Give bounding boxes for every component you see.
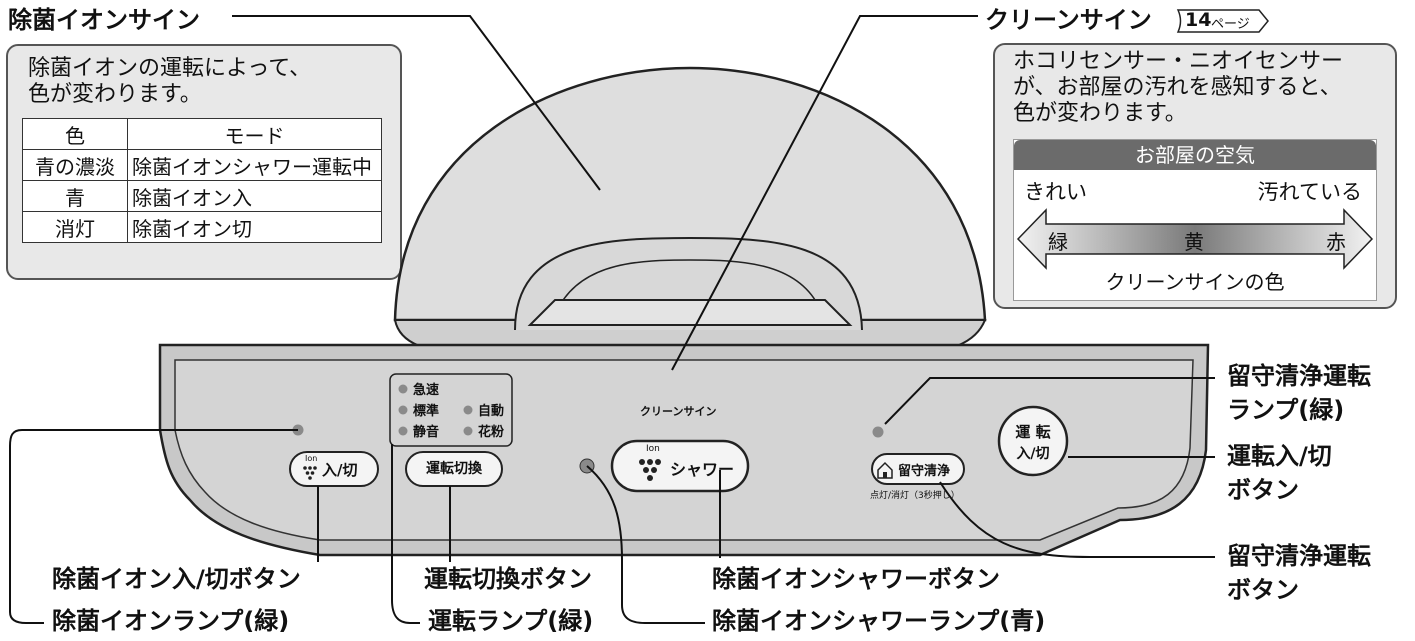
mode-lamp-callout: 運転ランプ(緑) [428,607,594,635]
lamp-fast-label: 急速 [413,383,440,398]
power-button-line2: 入/切 [1016,446,1050,462]
scale-yellow-label: 黄 [1184,230,1204,254]
away-lamp-callout-1: 留守清浄運転 [1227,362,1371,390]
away-button-subtext: 点灯/消灯（3秒押し） [870,491,960,501]
clean-sign-panel-label: クリーンサイン [640,405,717,418]
table-cell-color: 消灯 [22,211,128,243]
shower-mark-label: Ion [646,444,660,454]
leader-ion-sign [232,15,601,191]
house-icon [877,461,893,479]
power-button-callout-1: 運転入/切 [1227,442,1332,470]
clean-sign-callout: クリーンサイン [985,6,1152,34]
ion-button-shape [289,451,379,487]
mode-switch-button[interactable]: 運転切換 [426,461,482,477]
clean-box-text-3: 色が変わります。 [1013,101,1187,126]
color-scale-arrow-icon [1016,208,1374,270]
ion-button-label: 入/切 [322,461,358,479]
leader-mode-lamp [391,444,420,624]
table-header-color: 色 [22,118,128,150]
table-cell-mode: 除菌イオン入 [127,180,382,212]
table-row: 消灯 除菌イオン切 [22,211,382,243]
mode-button-callout: 運転切換ボタン [424,565,592,593]
air-dirty-label: 汚れている [1257,180,1362,204]
clean-sign-info-box: ホコリセンサー・ニオイセンサー が、お部屋の汚れを感知すると、 色が変わります。… [993,43,1397,309]
lamp-pollen-label: 花粉 [478,425,505,440]
air-scale-panel: お部屋の空気 きれい 汚れている 緑 黄 赤 クリーンサインの色 [1013,139,1377,301]
ion-toggle-button[interactable]: Ion 入/切 [290,452,378,486]
lamp-standard-label: 標準 [413,404,440,419]
ion-shower-button[interactable]: Ion シャワー [612,441,748,491]
away-button-label: 留守清浄 [898,464,951,479]
shower-button-shape [610,439,750,493]
power-button-shape [997,405,1069,477]
away-button-shape [871,453,965,485]
away-button-callout-1: 留守清浄運転 [1227,542,1371,570]
shower-button-callout: 除菌イオンシャワーボタン [712,565,1000,593]
page-ref-frame-icon [1176,9,1269,33]
page-ref-suffix: ページ [1211,17,1250,32]
air-clean-label: きれい [1024,180,1087,204]
ion-button-callout: 除菌イオン入/切ボタン [52,565,301,593]
leader-lines [9,15,1215,624]
leader-away-lamp [884,377,1215,425]
table-header-row: 色 モード [22,118,382,150]
scale-red-label: 赤 [1326,230,1346,254]
power-toggle-button[interactable]: 運 転 入/切 [999,407,1067,475]
ion-mode-table: 色 モード 青の濃淡 除菌イオンシャワー運転中 青 除菌イオン入 消灯 除菌イオ… [22,118,382,243]
leader-ion-lamp [9,429,298,624]
page-ref-number: 14 [1185,9,1212,31]
lamp-auto-label: 自動 [478,404,505,419]
clean-box-text-1: ホコリセンサー・ニオイセンサー [1013,49,1344,74]
clean-box-text-2: が、お部屋の汚れを感知すると、 [1013,75,1342,100]
ion-sign-info-box: 除菌イオンの運転によって、 色が変わります。 色 モード 青の濃淡 除菌イオンシ… [6,44,402,280]
clean-sign-window [527,299,853,326]
shower-lamp-callout: 除菌イオンシャワーランプ(青) [712,607,1046,635]
ion-box-text-2: 色が変わります。 [28,82,202,107]
leader-shower-lamp [586,465,705,624]
away-lamp [872,426,884,438]
leader-clean-sign [671,15,978,371]
shower-button-label: シャワー [670,460,735,479]
ion-sign-callout: 除菌イオンサイン [8,6,200,34]
power-button-line1: 運 転 [1015,423,1051,441]
away-button-callout-2: ボタン [1227,576,1299,604]
table-cell-mode: 除菌イオン切 [127,211,382,243]
ion-box-text-1: 除菌イオンの運転によって、 [28,56,312,81]
mode-button-shape [405,451,503,487]
dome-shape [393,66,987,322]
table-row: 青 除菌イオン入 [22,180,382,212]
inner-arc [559,259,819,306]
away-clean-button[interactable]: 留守清浄 [872,454,964,484]
scale-green-label: 緑 [1048,230,1068,254]
leader-away-button [939,481,1215,558]
lamp-quiet-label: 静音 [413,425,440,440]
power-button-callout-2: ボタン [1227,476,1299,504]
scale-caption: クリーンサインの色 [1105,270,1285,294]
air-scale-title: お部屋の空気 [1014,140,1376,170]
mode-lamp-group [389,373,513,447]
ion-dots-icon [303,466,317,480]
shower-dots-icon [639,459,661,481]
ion-mark-label: Ion [305,454,318,463]
page-reference[interactable]: 14 ページ [1175,8,1271,34]
away-lamp-callout-2: ランプ(緑) [1227,396,1345,424]
ion-lamp-callout: 除菌イオンランプ(緑) [52,607,290,635]
